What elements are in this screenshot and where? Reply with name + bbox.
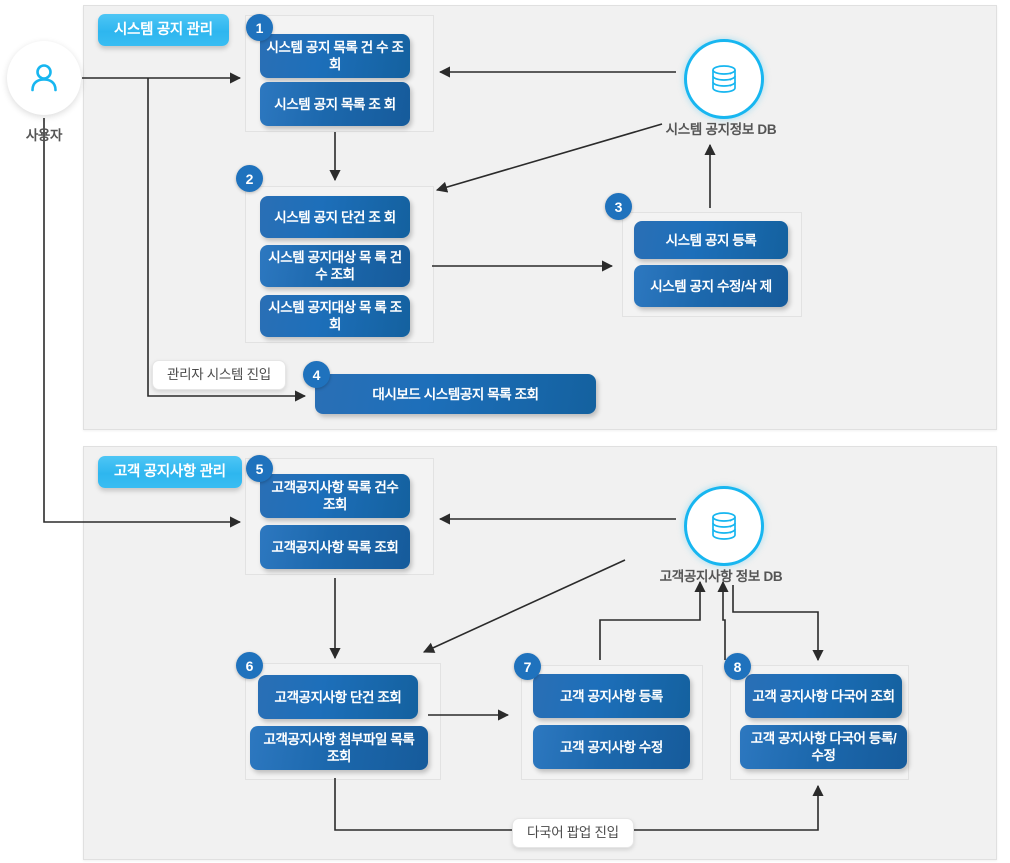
database-system-label: 시스템 공지정보 DB: [665, 122, 777, 137]
process-box-cust-i18n-register-edit[interactable]: 고객 공지사항 다국어 등록/수정: [740, 725, 907, 769]
group-8-badge: 8: [724, 653, 751, 680]
process-box-sys-target-list[interactable]: 시스템 공지대상 목 록 조회: [260, 295, 410, 337]
actor-label: 사용자: [25, 128, 63, 143]
process-box-sys-target-count[interactable]: 시스템 공지대상 목 록 건수 조회: [260, 245, 410, 287]
database-icon: [712, 512, 736, 540]
user-icon: [31, 64, 57, 92]
process-box-cust-edit[interactable]: 고객 공지사항 수정: [533, 725, 690, 769]
process-box-cust-list-count[interactable]: 고객공지사항 목록 건수 조회: [260, 474, 410, 518]
process-box-cust-register[interactable]: 고객 공지사항 등록: [533, 674, 690, 718]
group-3-badge: 3: [605, 193, 632, 220]
section-title-system: 시스템 공지 관리: [98, 14, 229, 46]
group-4-badge: 4: [303, 361, 330, 388]
process-box-sys-list[interactable]: 시스템 공지 목록 조 회: [260, 82, 410, 126]
group-7-badge: 7: [514, 653, 541, 680]
database-customer-label: 고객공지사항 정보 DB: [659, 569, 783, 584]
process-box-cust-detail[interactable]: 고객공지사항 단건 조회: [258, 675, 418, 719]
database-system-icon-wrap: [684, 39, 764, 119]
group-5-badge: 5: [246, 455, 273, 482]
process-box-cust-i18n-view[interactable]: 고객 공지사항 다국어 조회: [745, 674, 902, 718]
group-1-badge: 1: [246, 14, 273, 41]
actor-avatar: [7, 41, 81, 115]
process-box-sys-list-count[interactable]: 시스템 공지 목록 건 수 조회: [260, 34, 410, 78]
database-icon: [712, 65, 736, 93]
process-box-cust-list[interactable]: 고객공지사항 목록 조회: [260, 525, 410, 569]
edge-label-multilingual-popup: 다국어 팝업 진입: [512, 818, 634, 848]
process-box-sys-detail[interactable]: 시스템 공지 단건 조 회: [260, 196, 410, 238]
process-box-sys-edit-delete[interactable]: 시스템 공지 수정/삭 제: [634, 265, 788, 307]
edge-label-admin-entry: 관리자 시스템 진입: [152, 360, 286, 390]
process-box-sys-register[interactable]: 시스템 공지 등록: [634, 221, 788, 259]
process-box-dashboard-sys-list[interactable]: 대시보드 시스템공지 목록 조회: [315, 374, 596, 414]
panel-customer-notice: [83, 446, 997, 860]
database-customer-icon-wrap: [684, 486, 764, 566]
section-title-customer: 고객 공지사항 관리: [98, 456, 242, 488]
process-box-cust-attachments[interactable]: 고객공지사항 첨부파일 목록 조회: [250, 726, 428, 770]
group-2-badge: 2: [236, 165, 263, 192]
group-6-badge: 6: [236, 652, 263, 679]
